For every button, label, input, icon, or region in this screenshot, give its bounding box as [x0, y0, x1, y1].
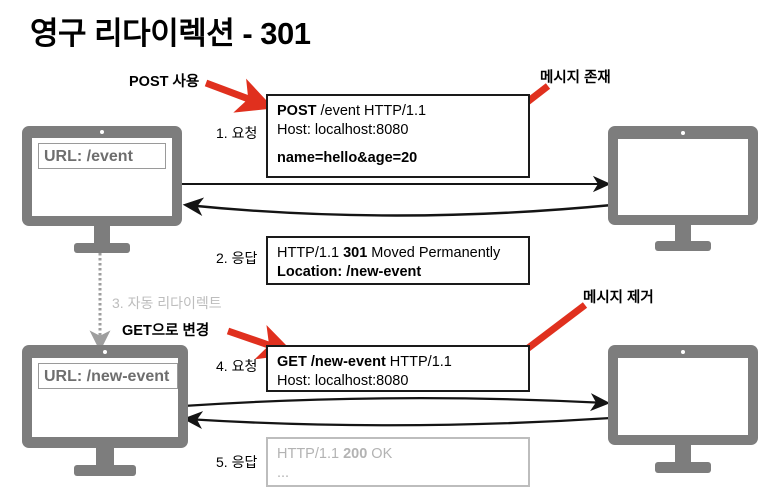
request-1-line-1: POST /event HTTP/1.1 — [277, 102, 519, 121]
request-1-line-2: Host: localhost:8080 — [277, 122, 409, 138]
flow-arrow-response-2 — [182, 197, 613, 217]
response-5-status-line: HTTP/1.1 200 OK — [277, 445, 519, 464]
monitor-screen — [618, 139, 748, 215]
request-1-method: POST — [277, 103, 317, 119]
annotation-message-removed: 메시지 제거 — [583, 290, 654, 306]
request-1-target: /event HTTP/1.1 — [316, 103, 427, 119]
monitor-neck — [94, 226, 110, 243]
flow-arrow-request-4 — [182, 393, 611, 412]
camera-dot-icon — [100, 130, 104, 134]
response-5-version: HTTP/1.1 — [277, 446, 344, 462]
red-arrow-post-usage — [204, 78, 274, 113]
message-box-response-5: HTTP/1.1 200 OK ... — [266, 437, 530, 487]
message-box-response-2: HTTP/1.1 301 Moved Permanently Location:… — [266, 236, 530, 285]
server-bottom-monitor — [608, 345, 758, 473]
response-2-version: HTTP/1.1 — [277, 245, 344, 261]
response-5-reason: OK — [367, 446, 393, 462]
camera-dot-icon — [681, 350, 685, 354]
response-5-body: ... — [277, 465, 290, 481]
request-4-line-1: GET /new-event HTTP/1.1 — [277, 353, 519, 372]
step-label-3: 3. 자동 리다이렉트 — [112, 295, 222, 311]
url-bar-client-top[interactable]: URL: /event — [38, 143, 166, 169]
monitor-neck — [96, 448, 114, 465]
flow-arrow-response-5 — [182, 411, 612, 429]
monitor-neck — [675, 445, 691, 462]
request-1-blank-line — [277, 140, 519, 149]
request-4-method-target: GET /new-event — [277, 354, 386, 370]
response-5-status-code: 200 — [343, 446, 368, 462]
response-2-reason: Moved Permanently — [367, 245, 501, 261]
step-label-5: 5. 응답 — [216, 454, 258, 470]
monitor-base — [655, 462, 711, 473]
response-2-status-code: 301 — [343, 245, 368, 261]
step-label-4: 4. 요청 — [216, 358, 258, 374]
annotation-message-exists: 메시지 존재 — [540, 70, 611, 86]
message-box-request-4: GET /new-event HTTP/1.1 Host: localhost:… — [266, 345, 530, 392]
page-title: 영구 리다이렉션 - 301 — [30, 16, 311, 51]
step-label-2: 2. 응답 — [216, 250, 258, 266]
camera-dot-icon — [103, 350, 107, 354]
camera-dot-icon — [681, 131, 685, 135]
request-4-line-2: Host: localhost:8080 — [277, 373, 409, 389]
annotation-post-usage: POST 사용 — [129, 74, 200, 90]
client-bottom-monitor: URL: /new-event — [22, 345, 188, 480]
monitor-neck — [675, 225, 691, 241]
response-2-status-line: HTTP/1.1 301 Moved Permanently — [277, 244, 519, 263]
response-2-location-header: Location: /new-event — [277, 264, 422, 280]
monitor-screen — [618, 358, 748, 435]
monitor-base — [74, 465, 136, 476]
server-top-monitor — [608, 126, 758, 251]
url-bar-client-bottom[interactable]: URL: /new-event — [38, 363, 178, 389]
annotation-change-to-get: GET으로 변경 — [122, 323, 210, 339]
monitor-base — [74, 243, 130, 253]
message-box-request-1: POST /event HTTP/1.1 Host: localhost:808… — [266, 94, 530, 178]
request-4-version: HTTP/1.1 — [385, 354, 452, 370]
request-1-body: name=hello&age=20 — [277, 150, 418, 166]
step-label-1: 1. 요청 — [216, 125, 258, 141]
monitor-base — [655, 241, 711, 251]
client-top-monitor: URL: /event — [22, 126, 182, 253]
